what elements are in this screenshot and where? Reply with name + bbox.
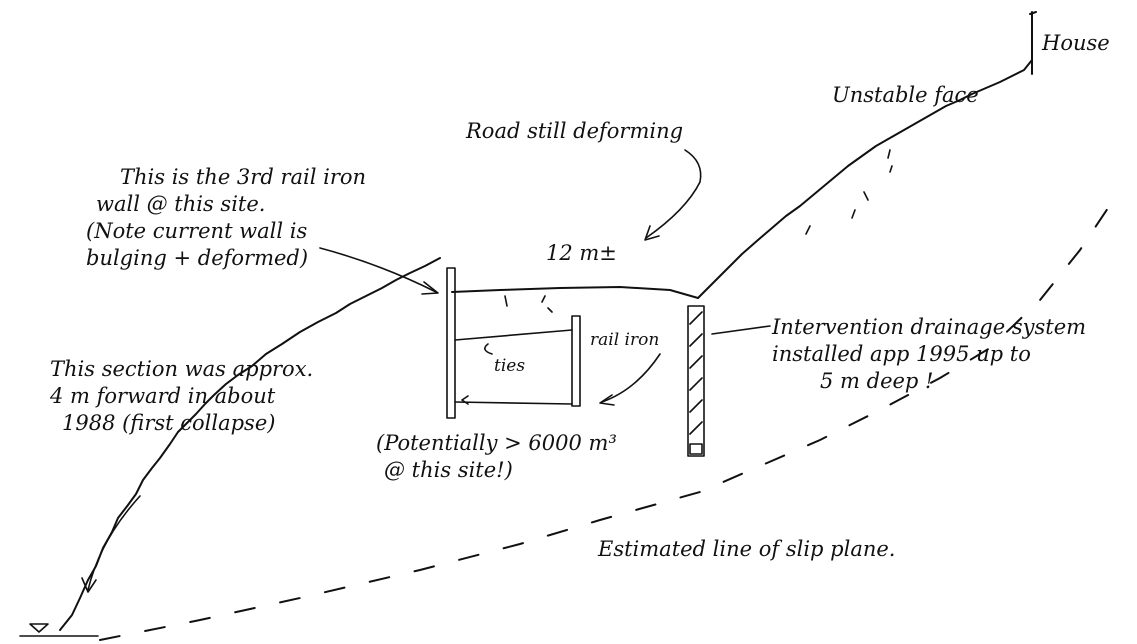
water-level-symbol (29, 623, 49, 633)
arrow-road-deforming-head (644, 225, 660, 241)
tie-beam-lower (454, 401, 573, 405)
arrow-road-deforming (645, 149, 702, 239)
drainage-shaft (687, 305, 705, 457)
arrow-wall-note (319, 247, 437, 293)
drainage-shaft-hatching (689, 311, 703, 435)
rail-wall-note-line-3: (Note current wall is (86, 218, 308, 243)
drainage-note-line-3: 5 m deep ! (820, 368, 934, 393)
rail-iron-wall-short (571, 315, 581, 407)
drainage-note-line-1: Intervention drainage system (772, 315, 1087, 339)
arrow-first-collapse (87, 495, 141, 591)
drainage-shaft-base (689, 443, 703, 455)
arrow-wall-note-head (421, 281, 439, 295)
rail-wall-note: This is the 3rd rail iron wall @ this si… (86, 164, 366, 272)
section-note-line-3: 1988 (first collapse) (62, 410, 276, 435)
road-ticks (504, 295, 553, 313)
road-surface (451, 286, 699, 299)
arrow-first-collapse-head (81, 577, 97, 593)
slope-crack-marks (805, 149, 893, 235)
section-note: This section was approx. 4 m forward in … (50, 356, 313, 437)
volume-note: (Potentially > 6000 m³ @ this site!) (376, 430, 617, 484)
house-label: House (1042, 31, 1110, 55)
arrow-ties (484, 343, 493, 355)
volume-note-line-2: @ this site!) (384, 457, 513, 482)
rail-wall-note-line-4: bulging + deformed) (86, 245, 309, 270)
rail-iron-label: rail iron (590, 330, 660, 350)
volume-note-line-1: (Potentially > 6000 m³ (376, 431, 617, 455)
ties-label: ties (494, 356, 526, 376)
width-label: 12 m± (546, 241, 617, 265)
house-marker-tick (1029, 11, 1037, 15)
drainage-note-line-2: installed app 1995 up to (772, 341, 1031, 366)
tie-beam-upper (454, 329, 573, 341)
width-dimension-arrows (461, 395, 469, 405)
slip-plane-label: Estimated line of slip plane. (598, 537, 896, 561)
section-note-line-1: This section was approx. (50, 357, 314, 381)
rail-iron-wall-left (446, 267, 456, 419)
rail-wall-note-line-1: This is the 3rd rail iron (120, 165, 367, 189)
drainage-note: Intervention drainage system installed a… (772, 314, 1086, 395)
section-note-line-2: 4 m forward in about (50, 383, 276, 408)
arrow-rail-iron (601, 353, 661, 403)
rail-wall-note-line-2: wall @ this site. (96, 191, 266, 216)
arrow-drainage (711, 325, 771, 335)
arrow-rail-iron-head (599, 394, 615, 406)
road-deforming-label: Road still deforming (466, 119, 684, 143)
ground-surface-upper-slope (697, 59, 1033, 299)
slip-plane-dashed-line (99, 189, 1121, 641)
unstable-face-label: Unstable face (832, 83, 979, 107)
